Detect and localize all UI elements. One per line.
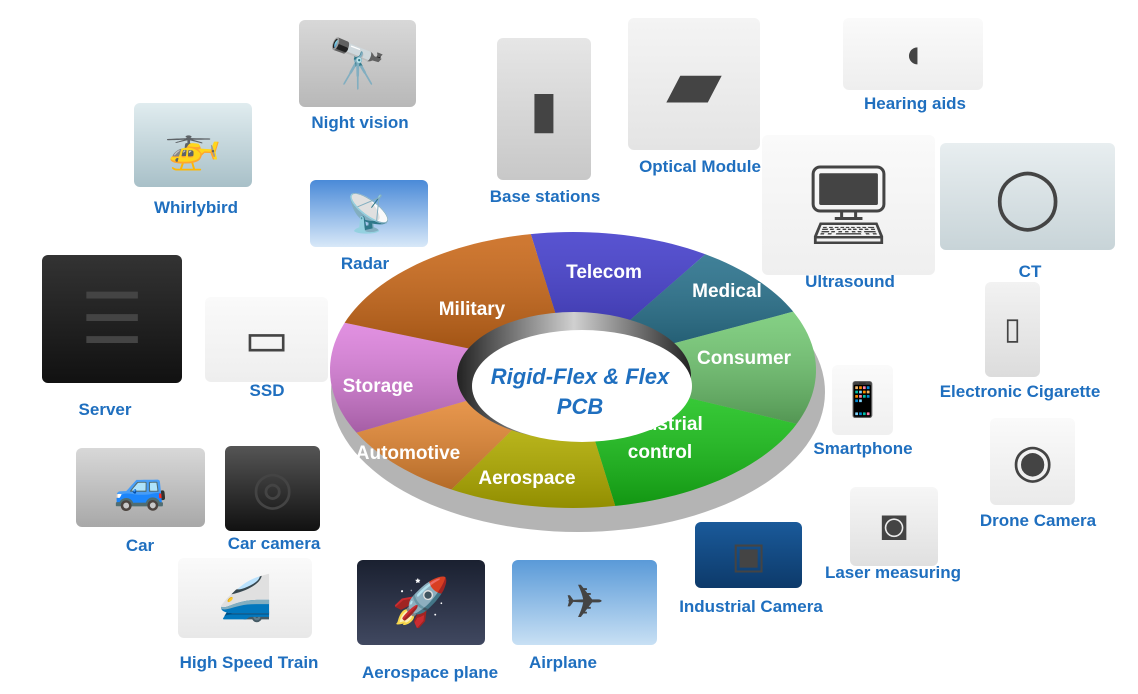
camera-lens-icon: ◎ (252, 462, 293, 514)
ring-hole (472, 330, 692, 442)
segment-label-line1: Industrial (617, 414, 703, 435)
drone-camera-image: ◉ (990, 418, 1075, 505)
ct-scanner-icon: ◯ (994, 165, 1061, 230)
segment-label: Military (439, 299, 506, 320)
hearing-aids-image: ◖ (843, 18, 983, 90)
segment-label: Storage (343, 376, 414, 397)
e-cigarette-icon: ▯ (1004, 313, 1021, 346)
car-image: 🚙 (76, 448, 205, 527)
aerospace-plane-image: 🚀 (357, 560, 485, 645)
radar-image: 📡 (310, 180, 428, 247)
server-label: Server (78, 400, 132, 419)
binoculars-icon: 🔭 (327, 37, 388, 91)
ssd-image: ▭ (205, 297, 328, 382)
hearing-aids-label: Hearing aids (863, 94, 967, 113)
ssd-icon: ▭ (244, 313, 289, 365)
electronic-cigarette-image: ▯ (985, 282, 1040, 377)
whirlybird-label: Whirlybird (153, 198, 239, 217)
server-rack-icon: ☰ (80, 279, 144, 358)
drone-camera-icon: ◉ (1012, 435, 1053, 487)
radar-label: Radar (340, 254, 390, 273)
ct-image: ◯ (940, 143, 1115, 250)
aerospace-plane-label: Aerospace plane (361, 663, 499, 682)
base-stations-image: ▮ (497, 38, 591, 180)
radar-dish-icon: 📡 (346, 193, 392, 234)
high-speed-train-image: 🚄 (178, 558, 312, 638)
hearing-aid-icon: ◖ (901, 31, 925, 76)
center-title-line2: PCB (557, 394, 604, 419)
segment-label: Consumer (697, 348, 792, 369)
base-stations-label: Base stations (489, 187, 601, 206)
laser-measuring-image: ◙ (850, 487, 938, 566)
industrial-camera-icon: ▣ (731, 534, 766, 576)
laser-measuring-label: Laser measuring (824, 563, 962, 582)
segment-label-line2: control (628, 442, 692, 463)
train-icon: 🚄 (217, 574, 273, 623)
optical-module-icon: ▰ (666, 43, 722, 124)
ring-segment-shading (573, 311, 816, 424)
night-vision-image: 🔭 (299, 20, 416, 107)
ultrasound-label: Ultrasound (805, 272, 895, 291)
segment-label: Medical (692, 281, 762, 302)
segment-label: Automotive (356, 443, 461, 464)
drone-camera-label: Drone Camera (979, 511, 1097, 530)
night-vision-label: Night vision (311, 113, 409, 132)
ultrasound-image: 🖥 (762, 135, 935, 275)
high-speed-train-label: High Speed Train (179, 653, 319, 672)
segment-label: Telecom (566, 262, 642, 283)
optical-module-label: Optical Module (639, 157, 761, 176)
car-icon: 🚙 (113, 464, 168, 512)
electronic-cigarette-label: Electronic Cigarette (939, 382, 1101, 401)
ultrasound-machine-icon: 🖥 (799, 162, 898, 248)
smartphone-label: Smartphone (813, 439, 913, 458)
industrial-camera-label: Industrial Camera (679, 597, 823, 616)
laser-rangefinder-icon: ◙ (880, 502, 908, 550)
airplane-label: Airplane (528, 653, 598, 672)
segment-label: Aerospace (478, 468, 575, 489)
server-image: ☰ (42, 255, 182, 383)
whirlybird-image: 🚁 (134, 103, 252, 187)
industrial-camera-image: ▣ (695, 522, 802, 588)
car-camera-image: ◎ (225, 446, 320, 531)
car-camera-label: Car camera (227, 534, 321, 553)
ssd-label: SSD (249, 381, 285, 400)
smartphone-icon: 📱 (841, 381, 884, 419)
airplane-icon: ✈ (564, 576, 605, 628)
smartphone-image: 📱 (832, 365, 893, 435)
car-label: Car (125, 536, 155, 555)
airplane-image: ✈ (512, 560, 657, 645)
helicopter-icon: 🚁 (164, 118, 222, 171)
optical-module-image: ▰ (628, 18, 760, 150)
center-title-line1: Rigid-Flex & Flex (491, 364, 670, 389)
space-shuttle-icon: 🚀 (391, 576, 451, 628)
cabinet-icon: ▮ (529, 79, 559, 138)
ring-segment-shading (330, 322, 573, 433)
ct-label: CT (1018, 262, 1042, 281)
